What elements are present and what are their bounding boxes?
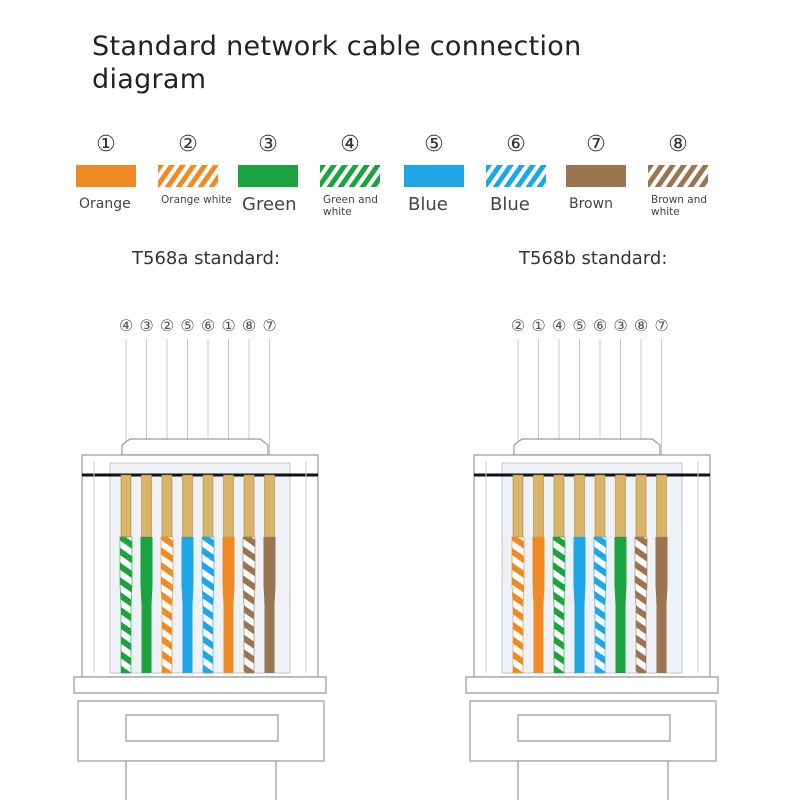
gold-contact xyxy=(594,474,606,538)
wire xyxy=(573,537,586,673)
color-legend: ① Orange ② Orange white ③ Green ④ Green and whi… xyxy=(0,132,800,222)
plug-collar xyxy=(465,676,719,694)
gold-contact xyxy=(656,474,667,538)
legend-swatch xyxy=(76,165,136,187)
legend-number: ⑧ xyxy=(668,132,688,157)
legend-swatch xyxy=(320,165,380,187)
wire xyxy=(181,537,194,673)
gold-contact xyxy=(141,474,152,538)
legend-number: ⑤ xyxy=(424,132,444,157)
boot-window xyxy=(125,714,279,742)
wire xyxy=(242,536,256,674)
pin-number: ② xyxy=(510,316,526,335)
gold-contact xyxy=(120,474,132,538)
pin-number: ② xyxy=(159,316,175,335)
pin-number: ⑤ xyxy=(180,316,195,335)
plug-window xyxy=(501,462,683,674)
legend-label: Orange white xyxy=(161,194,232,206)
wire xyxy=(160,536,174,674)
legend-label: Orange xyxy=(79,196,131,212)
wire xyxy=(511,536,525,674)
pin-number: ⑦ xyxy=(262,316,277,335)
legend-number: ② xyxy=(178,132,198,157)
gold-contact xyxy=(182,474,193,538)
legend-number: ⑦ xyxy=(586,132,606,157)
gold-contact xyxy=(202,474,214,538)
cable-stub xyxy=(125,760,277,800)
legend-label: Brown and white xyxy=(651,194,708,218)
wire xyxy=(532,537,545,673)
pin-number: ③ xyxy=(613,316,628,335)
wire xyxy=(593,536,607,674)
legend-number: ① xyxy=(96,132,116,157)
pin-number: ⑥ xyxy=(200,316,216,335)
legend-label: Blue xyxy=(490,194,530,215)
pin-number: ③ xyxy=(139,316,154,335)
gold-contact xyxy=(635,474,647,538)
legend-number: ⑥ xyxy=(506,132,526,157)
gold-contact xyxy=(264,474,275,538)
legend-number: ③ xyxy=(258,132,278,157)
legend-swatch xyxy=(158,165,218,187)
t568a-label: T568a standard: xyxy=(132,248,281,269)
pin-number: ⑧ xyxy=(241,316,257,335)
gold-contact xyxy=(574,474,585,538)
wire xyxy=(140,537,153,673)
legend-label: Brown xyxy=(569,196,613,212)
wire xyxy=(119,536,133,674)
pin-number: ⑧ xyxy=(633,316,649,335)
pin-number: ① xyxy=(531,316,546,335)
gold-contact xyxy=(615,474,626,538)
pin-number: ④ xyxy=(551,316,567,335)
plug-top-tab xyxy=(513,438,661,456)
legend-swatch xyxy=(648,165,708,187)
gold-contact xyxy=(161,474,173,538)
gold-contact xyxy=(243,474,255,538)
wire xyxy=(263,537,276,673)
boot-window xyxy=(517,714,671,742)
plug-window xyxy=(109,462,291,674)
gold-contact xyxy=(553,474,565,538)
plug-collar xyxy=(73,676,327,694)
pin-number: ④ xyxy=(118,316,134,335)
legend-label: Green xyxy=(242,194,297,215)
plug-top-tab xyxy=(121,438,269,456)
pin-number: ① xyxy=(221,316,236,335)
wire xyxy=(655,537,668,673)
legend-swatch xyxy=(486,165,546,187)
gold-contact xyxy=(533,474,544,538)
wire xyxy=(634,536,648,674)
wire xyxy=(222,537,235,673)
pin-number: ⑥ xyxy=(592,316,608,335)
wire xyxy=(614,537,627,673)
t568b-label: T568b standard: xyxy=(519,248,668,269)
gold-contact xyxy=(512,474,524,538)
wire xyxy=(201,536,215,674)
cable-stub xyxy=(517,760,669,800)
legend-label: Green and white xyxy=(323,194,378,218)
pin-number: ⑤ xyxy=(572,316,587,335)
wire xyxy=(552,536,566,674)
legend-swatch xyxy=(238,165,298,187)
rj45-plug-drawing xyxy=(465,339,719,800)
rj45-plug-drawing xyxy=(73,339,327,800)
legend-swatch xyxy=(566,165,626,187)
legend-number: ④ xyxy=(340,132,360,157)
legend-swatch xyxy=(404,165,464,187)
page-title: Standard network cable connection diagra… xyxy=(92,31,582,95)
pin-number: ⑦ xyxy=(654,316,669,335)
legend-label: Blue xyxy=(408,194,448,215)
gold-contact xyxy=(223,474,234,538)
